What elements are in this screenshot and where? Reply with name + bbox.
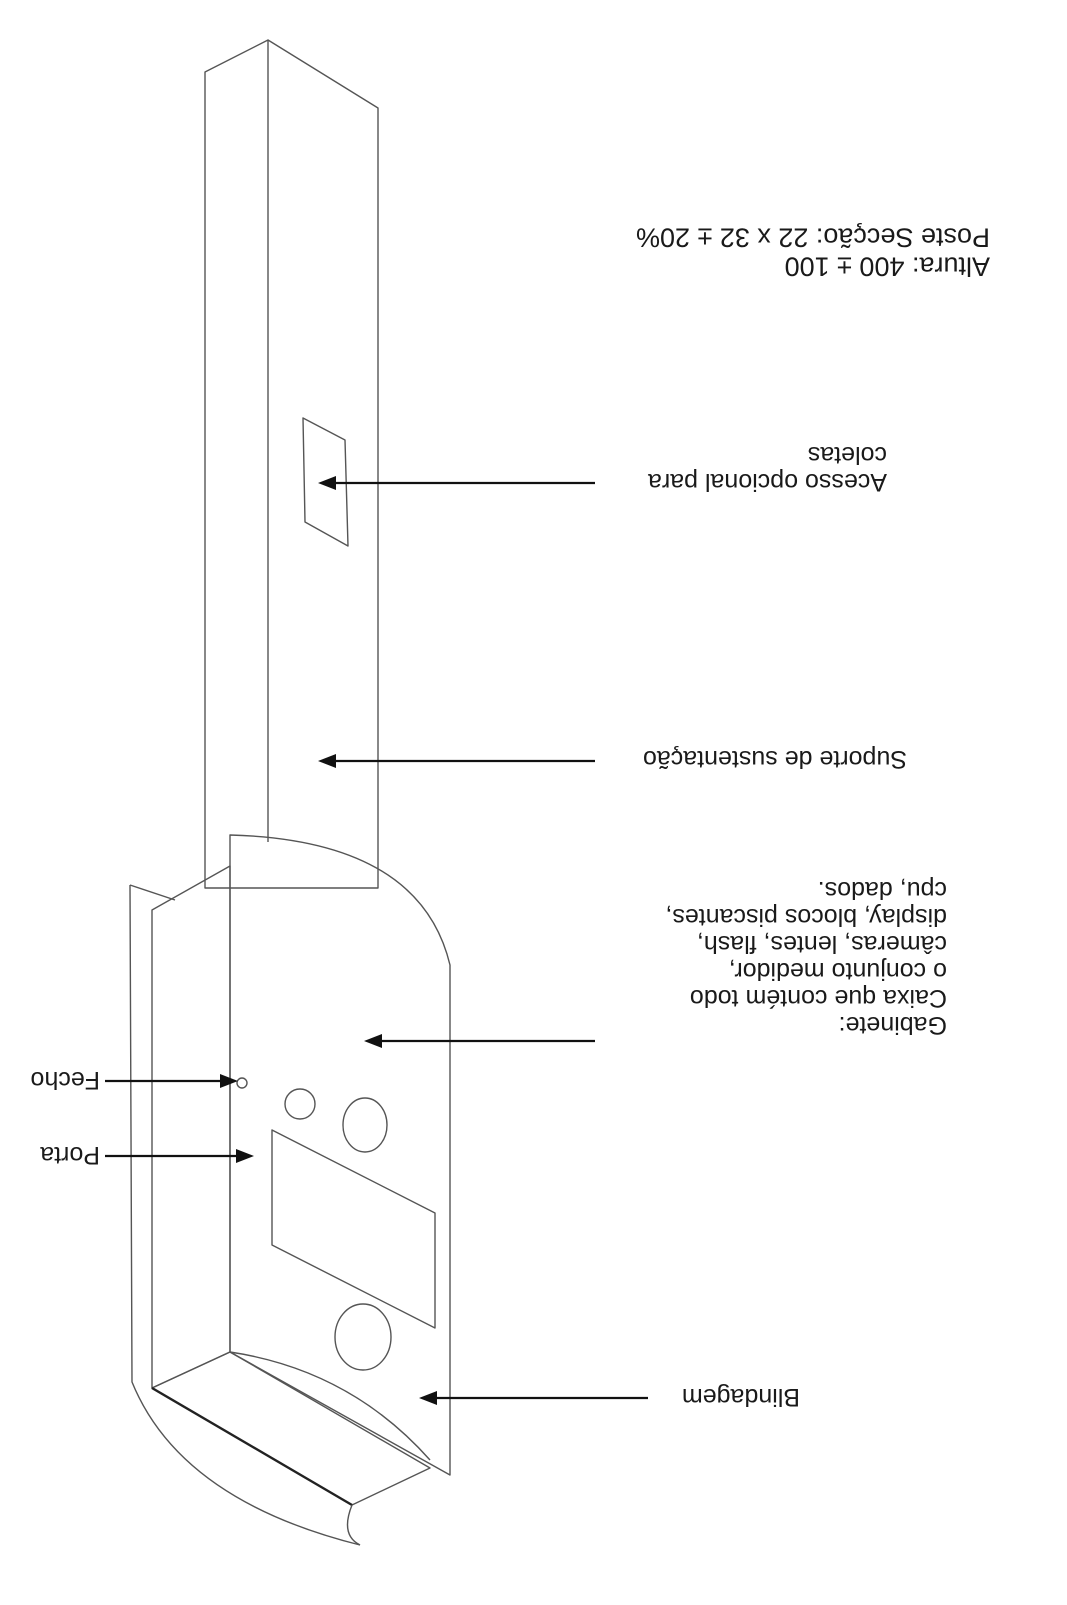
cabinet-housing xyxy=(129,834,451,1546)
spec-height: Altura: 400 ± 100 xyxy=(784,251,990,282)
cabinet-label: Gabinete: Caixa que contém todo o conjun… xyxy=(607,876,947,1039)
support-label-text: Suporte de sustentação xyxy=(642,745,907,773)
latch-label: Fecho xyxy=(20,1066,100,1094)
access-label-line1: Acesso opcional para xyxy=(647,468,887,496)
door-label-text: Porta xyxy=(40,1141,100,1169)
arrow-cabinet xyxy=(364,1034,595,1048)
specs-label: Altura: 400 ± 100 Poste Secção: 22 x 32 … xyxy=(630,222,990,282)
cabinet-label-line5: display, blocos piscantes, xyxy=(665,903,947,931)
shield-label: Blindagem xyxy=(660,1383,800,1411)
arrow-access xyxy=(318,476,595,490)
latch-label-text: Fecho xyxy=(30,1066,100,1094)
cabinet-label-line4: câmeras, lentes, flash, xyxy=(696,930,947,958)
cabinet-label-line2: Caixa que contém todo xyxy=(689,984,947,1012)
small-lens xyxy=(284,1088,316,1120)
arrow-shield xyxy=(419,1391,648,1405)
flash-lens xyxy=(334,1303,392,1371)
cabinet-label-line6: cpu, dados. xyxy=(817,876,947,904)
door-label: Porta xyxy=(20,1141,100,1169)
cabinet-label-line1: Gabinete: xyxy=(838,1011,947,1039)
camera-lens xyxy=(342,1097,388,1153)
arrow-latch xyxy=(105,1074,238,1088)
display-window xyxy=(271,1129,436,1329)
spec-section: Poste Secção: 22 x 32 ± 20% xyxy=(635,222,990,253)
cabinet-label-line3: o conjunto medidor, xyxy=(728,957,947,985)
shield-label-text: Blindagem xyxy=(681,1383,800,1411)
access-hatch xyxy=(302,417,349,547)
latch-knob xyxy=(236,1077,248,1089)
arrow-door xyxy=(105,1149,254,1163)
access-label: Acesso opcional para coletas xyxy=(607,441,887,496)
support-pole xyxy=(204,39,379,889)
arrow-support xyxy=(318,754,595,768)
support-label: Suporte de sustentação xyxy=(607,745,907,773)
access-label-line2: coletas xyxy=(807,441,887,469)
